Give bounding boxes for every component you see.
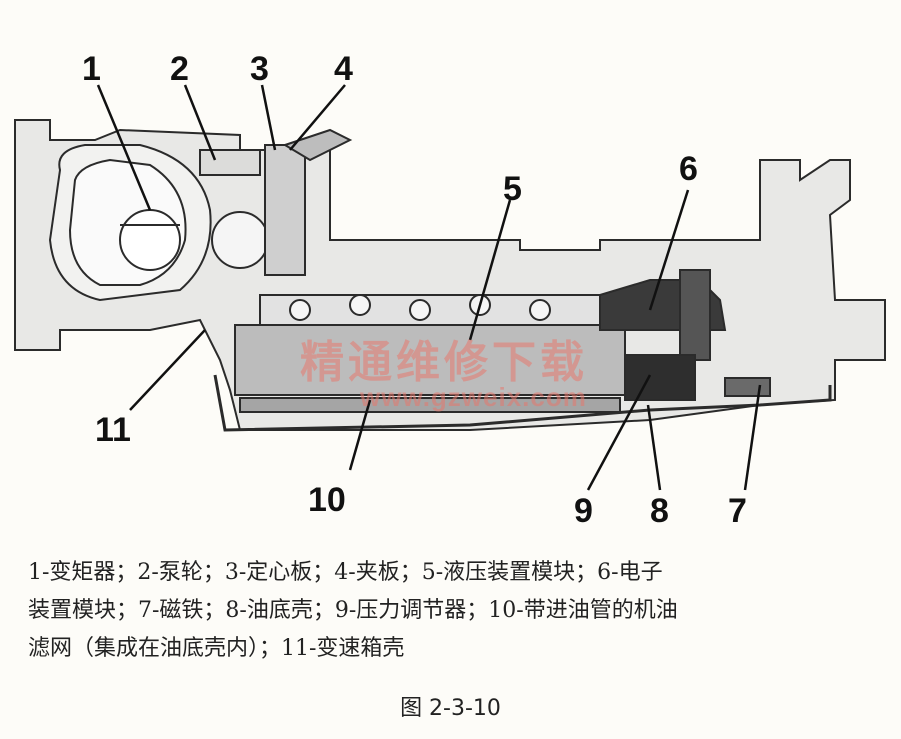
transmission-diagram: 1 2 3 4 5 6 7 8 9 10 11 精通维修下载 www.gzwei… <box>14 50 886 530</box>
callout-7: 7 <box>728 492 747 530</box>
hydraulic-module <box>234 294 626 396</box>
figure-title: 图 2-3-10 <box>400 696 501 721</box>
magnet <box>724 377 771 397</box>
callout-6: 6 <box>679 150 698 188</box>
callout-3: 3 <box>250 50 269 88</box>
legend-line-1: 1-变矩器；2-泵轮；3-定心板；4-夹板；5-液压装置模块；6-电子 <box>28 560 663 585</box>
legend-line-2: 装置模块；7-磁铁；8-油底壳；9-压力调节器；10-带进油管的机油 <box>28 598 678 623</box>
electronic-module <box>599 269 727 361</box>
leader-lines <box>96 84 762 491</box>
callout-2: 2 <box>170 50 189 88</box>
oil-pan <box>213 374 832 432</box>
callout-8: 8 <box>650 492 669 530</box>
pressure-regulator <box>624 354 696 401</box>
center-plate <box>264 128 353 276</box>
callout-1: 1 <box>82 50 101 88</box>
oil-filter <box>239 397 621 413</box>
watermark-text: 精通维修下载 <box>300 337 588 388</box>
legend-line-3: 滤网（集成在油底壳内）；11-变速箱壳 <box>28 636 405 661</box>
watermark-url: www.gzweix.com <box>360 382 587 412</box>
callout-5: 5 <box>503 170 522 208</box>
torque-converter <box>48 144 212 302</box>
callout-9: 9 <box>574 492 593 530</box>
legend-caption: 1-变矩器；2-泵轮；3-定心板；4-夹板；5-液压装置模块；6-电子 装置模块… <box>28 554 878 668</box>
callout-4: 4 <box>334 50 353 88</box>
callout-10: 10 <box>308 481 346 519</box>
transmission-cross-section <box>14 84 886 491</box>
callout-11: 11 <box>95 411 131 449</box>
